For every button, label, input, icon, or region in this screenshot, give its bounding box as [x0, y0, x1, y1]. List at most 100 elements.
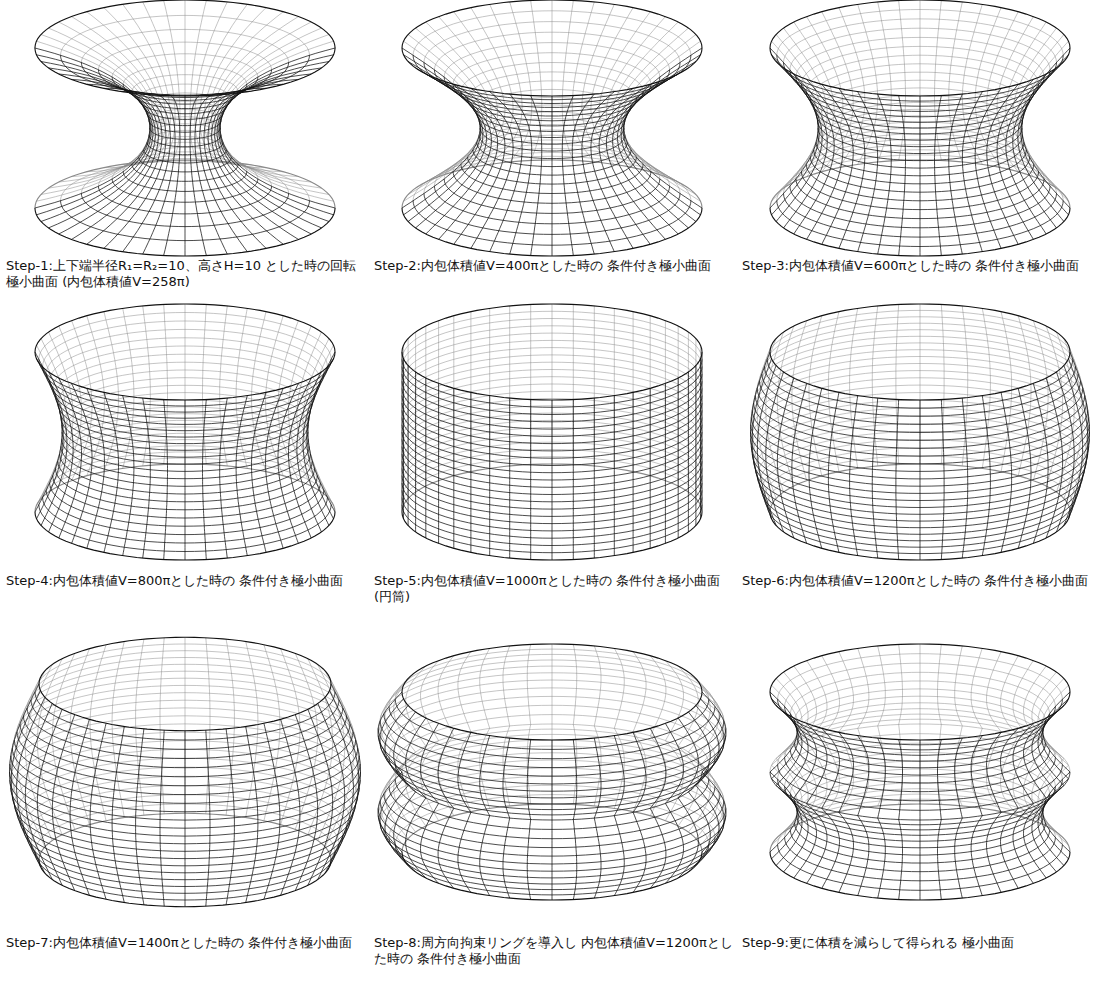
wireframe-line [402, 852, 702, 900]
wireframe-line [389, 654, 715, 706]
wireframe-line [920, 400, 921, 560]
wireframe-line [23, 664, 346, 716]
wireframe-line [143, 94, 175, 255]
wireframe-line [14, 804, 355, 859]
wireframe-line [220, 48, 335, 208]
wireframe-line [20, 671, 350, 724]
wireframe-line [767, 359, 1073, 408]
figure-caption: Step-5:内包体積値V=1000πとした時の 条件付き極小曲面(円筒) [374, 573, 736, 606]
wireframe-line [416, 68, 487, 228]
wireframe-line [384, 830, 720, 884]
wireframe-line [43, 367, 328, 413]
wireframe-line [778, 779, 1063, 825]
wireframe-line [770, 644, 1070, 692]
wireframe-line [378, 808, 726, 864]
wireframe-line [150, 128, 221, 139]
wireframe-line [39, 359, 331, 406]
wireframe-line [12, 693, 357, 748]
wireframe-line [785, 707, 1056, 750]
wireframe-line [479, 135, 625, 158]
wireframe-line [98, 70, 271, 98]
wireframe-line [60, 410, 311, 450]
wireframe-line [46, 374, 324, 418]
wireframe-line [61, 55, 310, 95]
wireframe-line [132, 75, 238, 92]
wireframe-line [35, 48, 335, 96]
wireframe-line [58, 403, 313, 444]
wireframe-line [822, 728, 840, 888]
wireframe-line [53, 476, 318, 518]
wireframe-line [760, 381, 1081, 432]
wireframe-line [444, 43, 660, 78]
wireframe-line [58, 461, 313, 502]
wireframe-line [562, 96, 573, 256]
wireframe-line [195, 94, 227, 255]
wireframe-line [765, 317, 1076, 367]
wireframe-line [1013, 661, 1033, 821]
figure-caption: Step-4:内包体積値V=800πとした時の 条件付き極小曲面 [6, 573, 368, 589]
wireframe-line [132, 164, 238, 181]
wireframe-line [624, 48, 702, 208]
wireframe-line [219, 62, 329, 222]
wireframe-line [473, 106, 631, 131]
figure-caption: Step-6:内包体積値V=1200πとした時の 条件付き極小曲面 [742, 573, 1104, 589]
wireframe-line [962, 4, 982, 164]
wireframe-line [144, 106, 227, 119]
wireframe-line [778, 699, 1063, 745]
wireframe-line [1021, 41, 1069, 201]
wireframe-line [434, 186, 669, 224]
wireframe-line [402, 340, 702, 388]
wireframe-line [185, 731, 186, 907]
wireframe-line [754, 461, 1087, 514]
figure-caption: Step-3:内包体積値V=600πとした時の 条件付き極小曲面 [742, 258, 1104, 274]
wireframe-line [378, 680, 726, 736]
wireframe-line [43, 321, 328, 367]
wireframe-line [389, 758, 715, 810]
wireframe-line [424, 22, 680, 63]
wireframe-line [402, 355, 702, 403]
wireframe-line [614, 648, 624, 808]
wireframe-line [767, 310, 1073, 359]
wireframe-line [123, 4, 171, 164]
wireframe-line [810, 157, 1029, 192]
wireframe-line [378, 816, 726, 872]
wireframe-line [39, 313, 331, 360]
wireframe-line [81, 29, 288, 62]
wireframe-line [200, 91, 248, 251]
wireframe-line [784, 28, 828, 188]
wireframe-line [112, 77, 258, 100]
wireframe-line [35, 0, 335, 48]
wireframe-line [790, 672, 1049, 714]
wireframe-line [453, 172, 651, 204]
wireframe-line [384, 660, 720, 714]
wireframe-line [295, 715, 317, 891]
wireframe-line [770, 304, 1070, 352]
wireframe-line [380, 666, 724, 721]
wireframe-line [49, 372, 74, 532]
wireframe-line [797, 728, 1044, 767]
wireframe-line [807, 723, 827, 883]
wireframe-line [797, 808, 1044, 847]
wireframe-line [531, 96, 542, 256]
wireframe-line [37, 709, 62, 885]
wireframe-line [147, 143, 223, 155]
wireframe-line [633, 732, 646, 892]
wireframe-line [468, 157, 637, 184]
wireframe-line [755, 468, 1084, 521]
wireframe-line [785, 758, 1056, 801]
wireframe-line [72, 383, 92, 543]
wireframe-line [35, 208, 335, 256]
wireframe-line [424, 194, 680, 235]
wireframe-line [378, 728, 726, 784]
wireframe-line [402, 208, 702, 256]
wireframe-line [822, 84, 853, 244]
wireframe-line [402, 692, 702, 740]
wireframe-line [987, 732, 1002, 892]
wireframe-line [98, 186, 271, 214]
wireframe-line [770, 852, 1070, 900]
wireframe-line [757, 366, 776, 526]
wireframe-line [765, 498, 1076, 548]
wireframe-line [816, 143, 1024, 176]
wireframe-line [796, 77, 1044, 117]
wireframe-line [776, 706, 802, 866]
